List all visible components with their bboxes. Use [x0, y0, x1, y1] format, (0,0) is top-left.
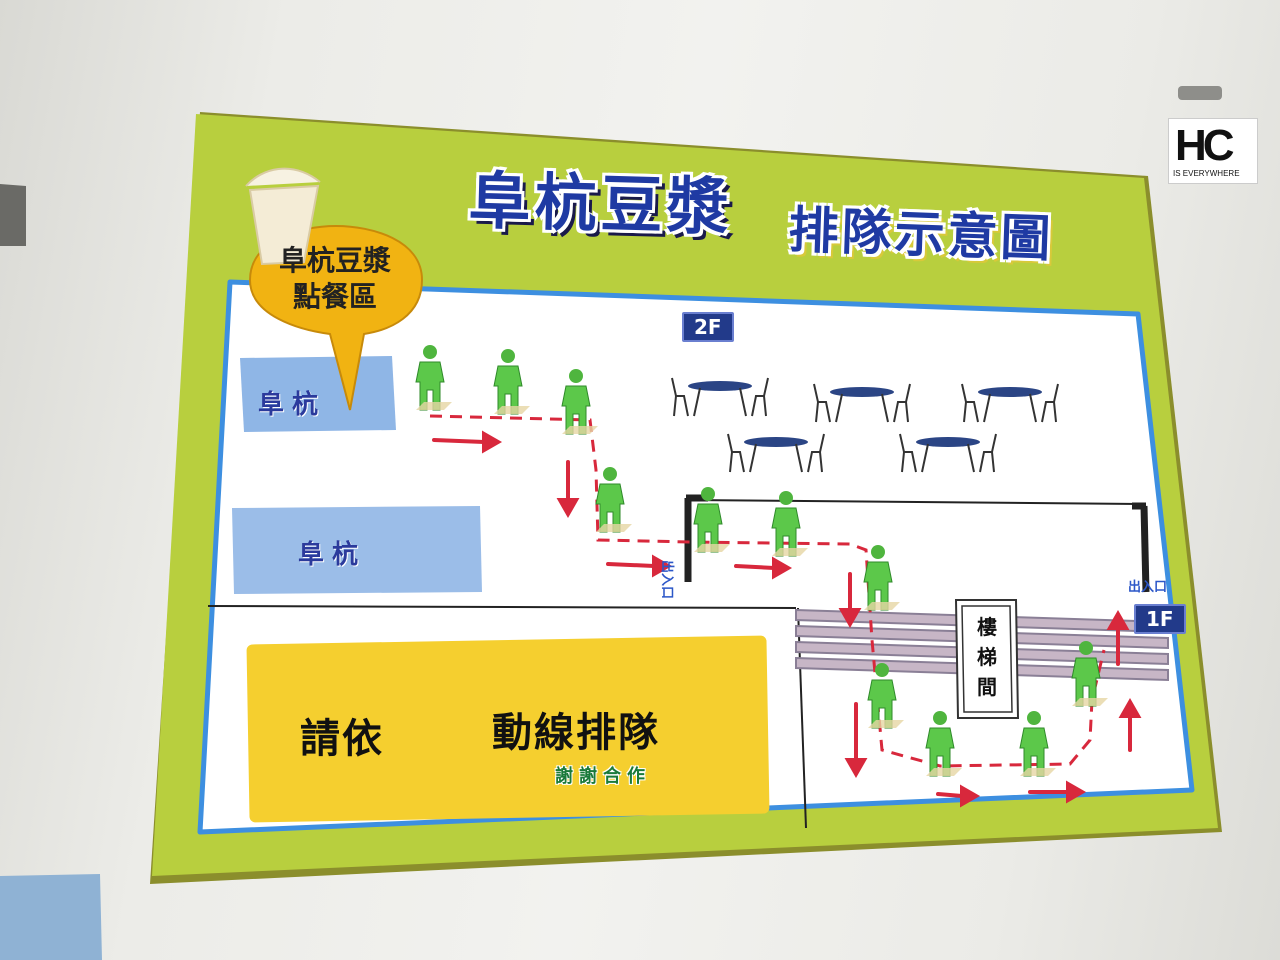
hc-sticker-sub: IS EVERYWHERE — [1173, 169, 1240, 178]
counter-label-lower: 阜杭 — [298, 540, 367, 570]
notice-thanks: 謝謝合作 — [555, 766, 651, 787]
notice-text-before: 請依 — [300, 716, 384, 762]
floor-badge-1f: 1F — [1134, 604, 1186, 634]
hc-sticker: HC IS EVERYWHERE — [1168, 118, 1258, 184]
order-area-line2: 點餐區 — [292, 280, 377, 313]
order-area-label: 阜杭豆漿 點餐區 — [250, 243, 420, 315]
counter-label-upper: 阜杭 — [258, 390, 327, 420]
exit-label-1f: 出入口 — [1128, 580, 1168, 595]
hc-sticker-main: HC — [1175, 121, 1235, 170]
exit-label-2f: 出入口 — [659, 560, 674, 600]
poster-subtitle: 排隊示意圖 — [787, 200, 1055, 269]
floor-badge-2f: 2F — [682, 312, 734, 342]
order-area-line1: 阜杭豆漿 — [278, 244, 391, 277]
stairwell-label: 樓梯間 — [977, 615, 997, 699]
notice-text-after: 動線排隊 — [492, 710, 660, 756]
poster-title: 阜杭豆漿 — [467, 163, 734, 244]
